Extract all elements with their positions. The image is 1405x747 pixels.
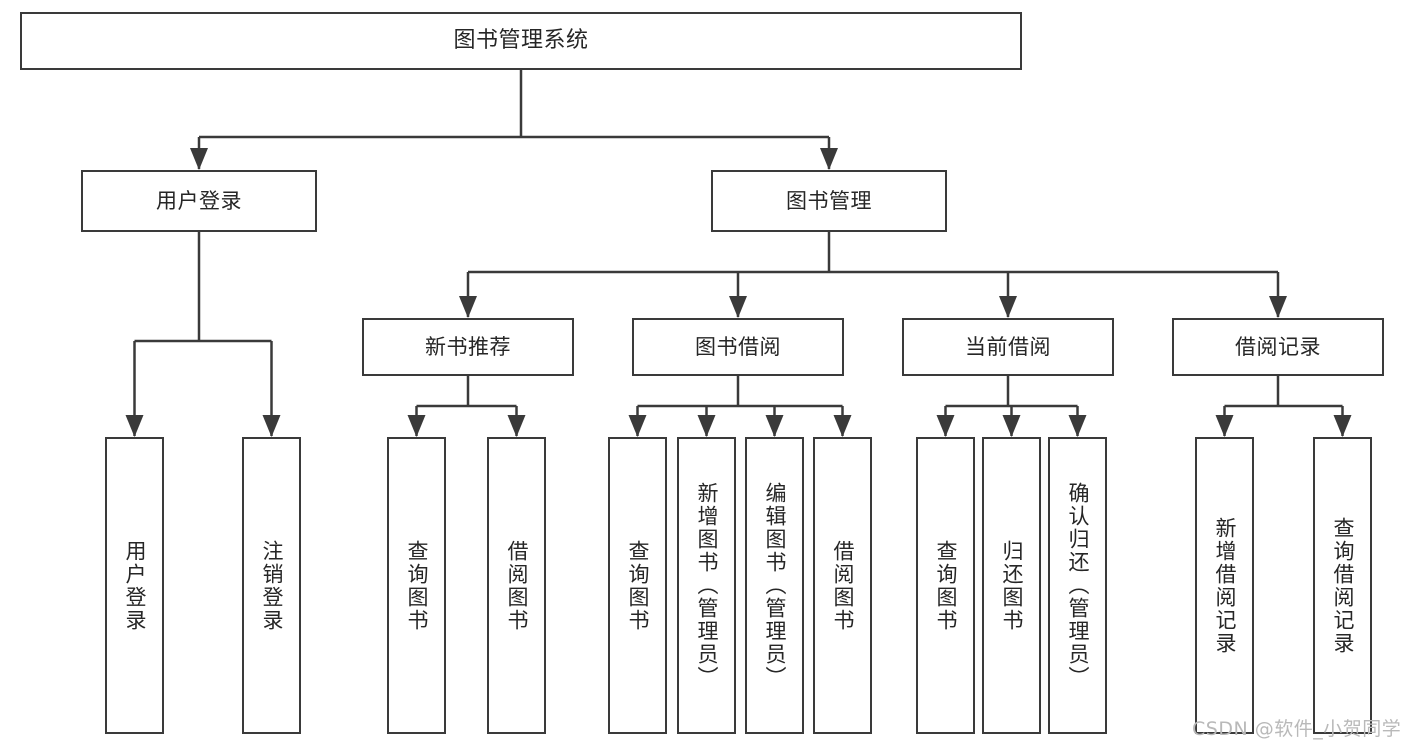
edge-arrowhead [765, 415, 784, 437]
node-current[interactable]: 当前借阅 [902, 318, 1114, 376]
node-label: 图书管理 [786, 188, 872, 213]
node-c-return[interactable]: 归还图书 [982, 437, 1041, 734]
node-n-borrow[interactable]: 借阅图书 [487, 437, 546, 734]
edge-arrowhead [1068, 415, 1087, 437]
edge-arrowhead [999, 296, 1017, 318]
node-label: 借阅图书 [505, 539, 529, 632]
edge-arrowhead [820, 148, 838, 170]
node-label: 查询图书 [626, 539, 650, 632]
node-b-edit[interactable]: 编辑图书（管理员） [745, 437, 804, 734]
node-label: 借阅图书 [831, 539, 855, 632]
edge-arrowhead [1002, 415, 1021, 437]
edge-arrowhead [125, 415, 144, 437]
node-label: 图书管理系统 [453, 28, 589, 54]
edge-arrowhead [628, 415, 647, 437]
node-c-query[interactable]: 查询图书 [916, 437, 975, 734]
node-label: 查询借阅记录 [1331, 516, 1355, 655]
node-l-userlogin[interactable]: 用户登录 [105, 437, 164, 734]
node-label: 查询图书 [405, 539, 429, 632]
node-label: 查询图书 [934, 539, 958, 632]
node-label: 确认归还（管理员） [1066, 482, 1090, 689]
node-label: 图书借阅 [695, 334, 781, 359]
edge-arrowhead [262, 415, 281, 437]
node-b-borrow[interactable]: 借阅图书 [813, 437, 872, 734]
node-label: 归还图书 [1000, 539, 1024, 632]
node-label: 新增借阅记录 [1213, 516, 1237, 655]
node-label: 借阅记录 [1235, 334, 1321, 359]
node-label: 注销登录 [260, 539, 284, 632]
node-bookmgmt[interactable]: 图书管理 [711, 170, 947, 232]
edge-arrowhead [936, 415, 955, 437]
node-borrow[interactable]: 图书借阅 [632, 318, 844, 376]
node-records[interactable]: 借阅记录 [1172, 318, 1384, 376]
edge-arrowhead [507, 415, 526, 437]
node-r-query[interactable]: 查询借阅记录 [1313, 437, 1372, 734]
node-label: 当前借阅 [965, 334, 1051, 359]
edge-arrowhead [459, 296, 477, 318]
edge-arrowhead [697, 415, 716, 437]
edge-arrowhead [833, 415, 852, 437]
edge-arrowhead [1269, 296, 1287, 318]
node-c-confirm[interactable]: 确认归还（管理员） [1048, 437, 1107, 734]
node-label: 新增图书（管理员） [695, 482, 719, 689]
node-label: 用户登录 [123, 539, 147, 632]
edge-arrowhead [190, 148, 208, 170]
edge-arrowhead [407, 415, 426, 437]
node-root[interactable]: 图书管理系统 [20, 12, 1022, 70]
node-n-query[interactable]: 查询图书 [387, 437, 446, 734]
node-b-query[interactable]: 查询图书 [608, 437, 667, 734]
node-login[interactable]: 用户登录 [81, 170, 317, 232]
node-l-logout[interactable]: 注销登录 [242, 437, 301, 734]
edge-arrowhead [1333, 415, 1352, 437]
edge-arrowhead [729, 296, 747, 318]
node-newbook[interactable]: 新书推荐 [362, 318, 574, 376]
node-label: 用户登录 [156, 188, 242, 213]
node-b-add[interactable]: 新增图书（管理员） [677, 437, 736, 734]
node-label: 新书推荐 [425, 334, 511, 359]
edge-arrowhead [1215, 415, 1234, 437]
node-r-add[interactable]: 新增借阅记录 [1195, 437, 1254, 734]
node-label: 编辑图书（管理员） [763, 482, 787, 689]
